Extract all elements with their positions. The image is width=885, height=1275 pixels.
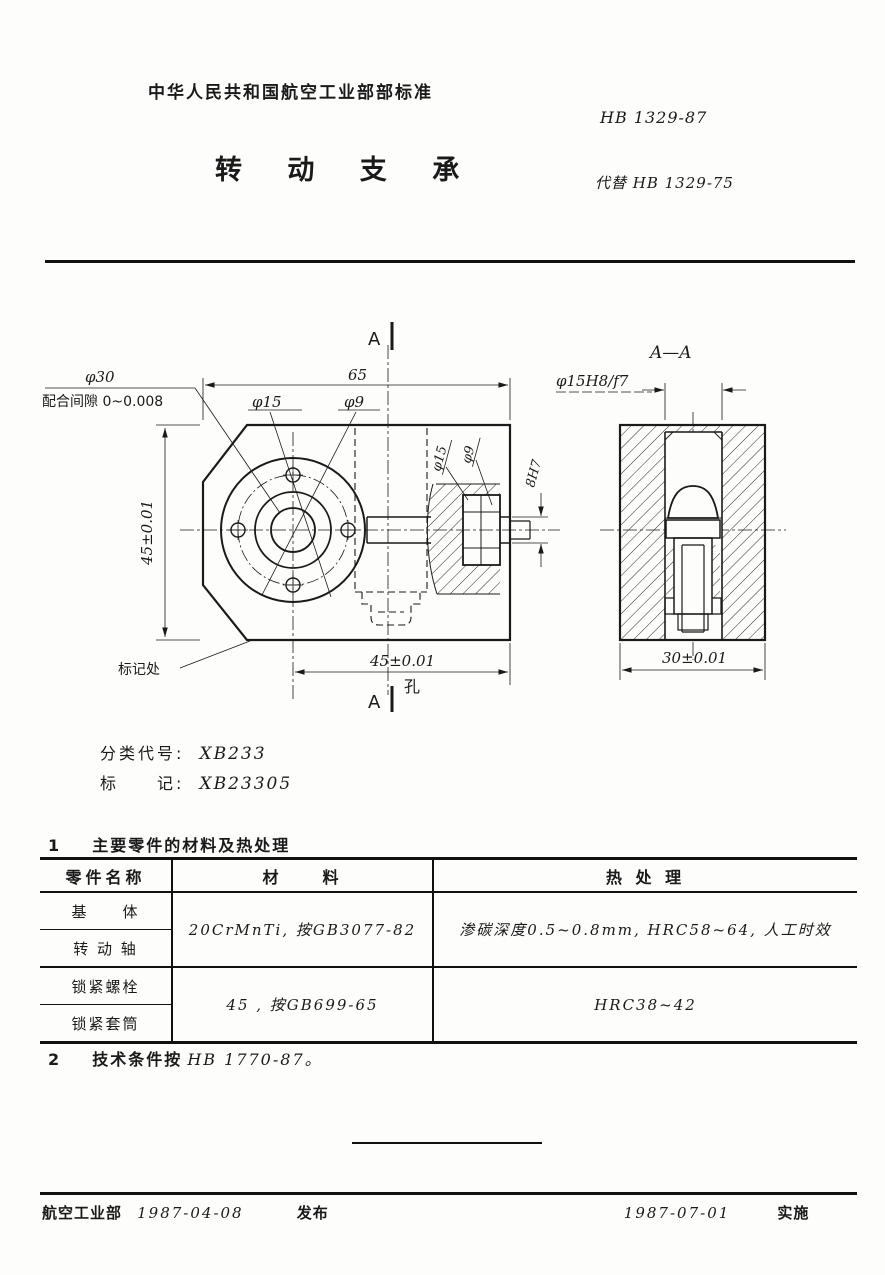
dim45-bottom-label: 45±0.01 [369,652,435,670]
table-row: 锁紧套筒 [40,1004,857,1043]
table-row: 转 动 轴 [40,929,857,968]
dim-45-left [156,424,200,641]
mark-place-leader [179,640,251,669]
table-header-row: 零件名称 材 料 热 处 理 [40,858,857,893]
dim-30 [619,643,766,680]
svg-text:φ15: φ15 [429,444,450,473]
col-header-part: 零件名称 [40,858,173,893]
dia15h8f7-label: φ15H8/f7 [556,372,629,390]
technical-drawing: A A A—A φ30 配合间隙 0~0.008 65 φ15 φ9 φ15 φ… [42,322,786,713]
marking-line: 标 记: XB23305 [100,770,292,794]
marking-value: XB23305 [199,774,293,794]
section-marker-top-label: A [368,329,381,350]
table-row: 锁紧螺栓 45 , 按GB699-65 HRC38~42 [40,967,857,1043]
classification-line: 分类代号: XB233 [100,740,267,764]
section-view-aa [600,412,786,660]
svg-text:45±0.01: 45±0.01 [138,500,156,566]
leader-lines [45,387,493,598]
hatch-area [427,484,500,594]
replaces-note: 代替 HB 1329-75 [595,174,734,192]
header-rule [45,260,855,263]
dim-8h7 [512,493,548,567]
col-header-material: 材 料 [172,858,434,893]
hole-label: 孔 [404,677,420,696]
dim-15h8f7 [556,383,746,420]
table-row: 基 体 20CrMnTi, 按GB3077-82 渗碳深度0.5~0.8mm, … [40,892,857,968]
hidden-boss [354,428,428,626]
dia15-side-group: φ15 [429,439,453,475]
footer: 航空工业部 1987-04-08 发布 1987-07-01 实施 [42,1202,857,1223]
classification-label: 分类代号: [100,744,185,763]
footer-issue-date: 1987-04-08 [137,1204,244,1222]
dim65-label: 65 [348,366,367,384]
treatment-cell: 渗碳深度0.5~0.8mm, HRC58~64, 人工时效 [433,892,857,968]
document-title: 转 动 支 承 [215,155,478,186]
dia30-label: φ30 [85,368,115,386]
section-title-label: A—A [648,343,692,363]
col-header-treatment: 热 处 理 [433,858,857,893]
materials-table: 零件名称 材 料 热 处 理 基 体 20CrMnTi, 按GB3077-82 … [40,857,857,1044]
hub-circle [254,491,332,569]
fit-clearance-label: 配合间隙 0~0.008 [42,394,163,410]
body-outline [201,423,512,642]
section2-number: 2 [48,1050,60,1069]
dim45-left-group: 45±0.01 [138,500,156,566]
part-name-cell: 基 体 [40,892,173,930]
mark-place-label: 标记处 [118,662,160,678]
section1-heading: 1 主要零件的材料及热处理 [48,832,290,856]
footer-issuer: 航空工业部 [42,1204,123,1222]
dim-45-bottom [295,643,511,685]
marking-label: 标 记: [100,774,185,793]
section1-number: 1 [48,836,60,855]
section2-line: 2 技术条件按 HB 1770-87。 [48,1046,323,1070]
dia9-side-group: φ9 [459,437,481,467]
section-outline [618,423,767,642]
section2-text: 技术条件按 [92,1050,183,1069]
treatment-cell: HRC38~42 [594,995,697,1014]
footer-impl-date: 1987-07-01 [623,1204,731,1222]
footer-issue-label: 发布 [296,1204,329,1222]
classification-value: XB233 [199,744,267,764]
section2-code: HB 1770-87。 [187,1050,323,1069]
dia15-top-label: φ15 [252,393,282,411]
section1-title: 主要零件的材料及热处理 [92,836,291,855]
svg-text:φ9: φ9 [459,444,478,465]
dia9-top-label: φ9 [344,393,365,411]
part-name-cell: 锁紧套筒 [40,1004,173,1043]
footer-impl-label: 实施 [777,1204,810,1222]
dim-65 [202,378,511,420]
svg-text:8H7: 8H7 [523,458,545,490]
dome [666,485,720,519]
bore-circle [270,507,316,553]
material-cell: 45 , 按GB699-65 [172,967,434,1043]
center-rule [352,1142,542,1144]
flange-outer-circle [220,457,366,603]
part-name-cell: 锁紧螺栓 [40,967,173,1005]
material-cell: 20CrMnTi, 按GB3077-82 [172,892,434,968]
dim30-label: 30±0.01 [662,649,727,667]
standard-number: HB 1329-87 [600,108,708,127]
shaft-section [366,483,531,595]
part-name-cell: 转 动 轴 [40,929,173,968]
standard-org-title: 中华人民共和国航空工业部部标准 [148,83,433,103]
section-marker-bottom-label: A [368,692,381,713]
hole8h7-group: 8H7 [523,458,545,490]
footer-rule [40,1192,857,1195]
